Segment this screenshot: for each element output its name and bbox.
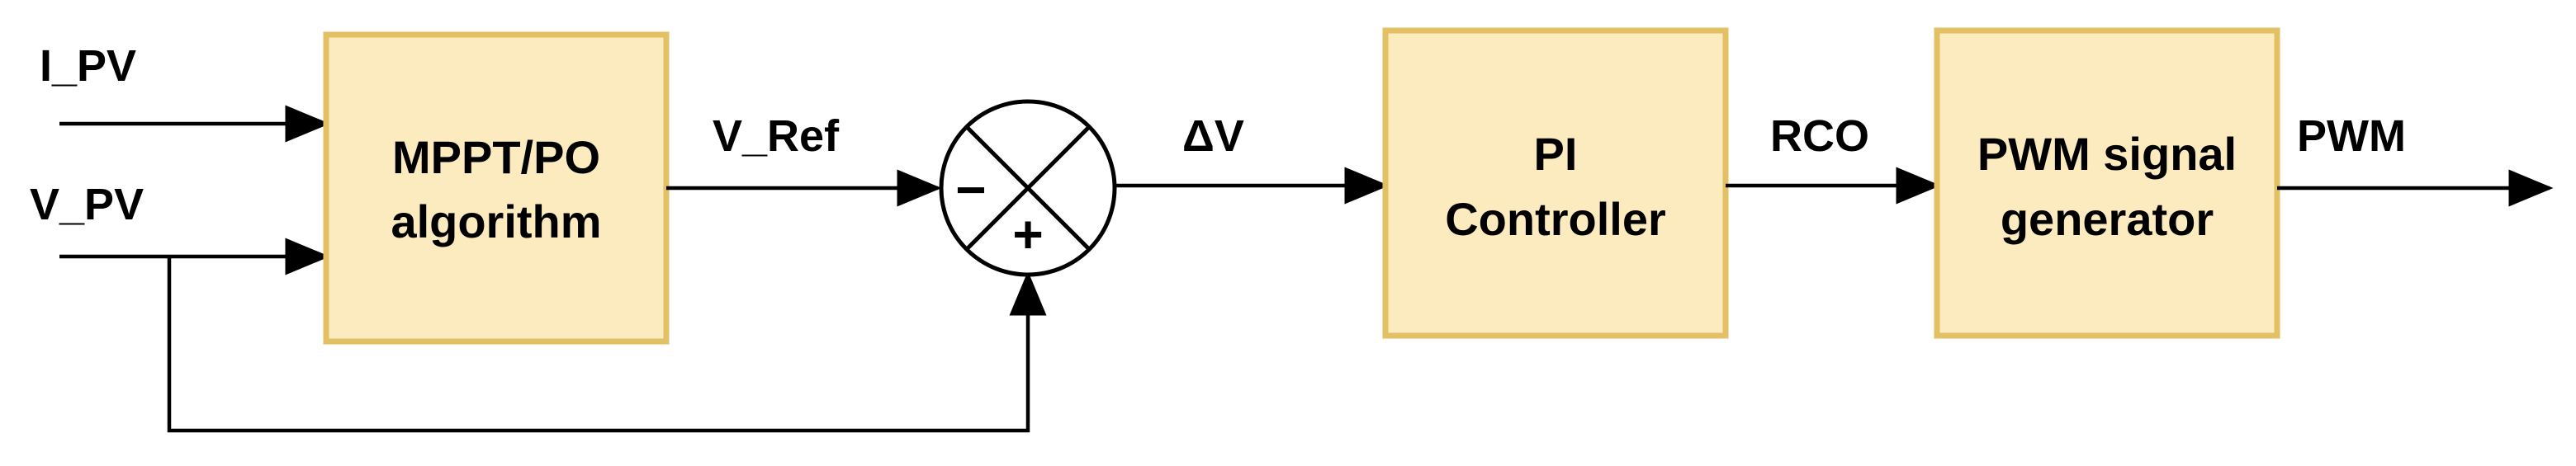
svg-text:PWM signal: PWM signal — [1977, 128, 2237, 180]
summing-junction: − + — [939, 99, 1117, 277]
rco-label: RCO — [1770, 111, 1869, 161]
v-pv-label: V_PV — [30, 180, 144, 229]
pwm-signal-generator-block: PWM signal generator — [1934, 27, 2280, 339]
svg-text:algorithm: algorithm — [391, 195, 601, 247]
delta-v-label: ΔV — [1182, 111, 1244, 161]
v-ref-label: V_Ref — [713, 111, 840, 161]
pwm-label: PWM — [2297, 111, 2406, 161]
svg-text:MPPT/PO: MPPT/PO — [392, 131, 600, 183]
i-pv-label: I_PV — [40, 41, 136, 91]
pi-controller-block: PI Controller — [1382, 27, 1729, 339]
svg-text:PI: PI — [1534, 128, 1578, 180]
mppt-po-algorithm-block: MPPT/PO algorithm — [323, 31, 670, 345]
plus-sign: + — [1012, 205, 1043, 264]
svg-text:Controller: Controller — [1445, 193, 1666, 245]
minus-sign: − — [955, 160, 986, 219]
v-pv-feedback-path — [167, 257, 1047, 433]
svg-text:generator: generator — [2001, 193, 2214, 245]
